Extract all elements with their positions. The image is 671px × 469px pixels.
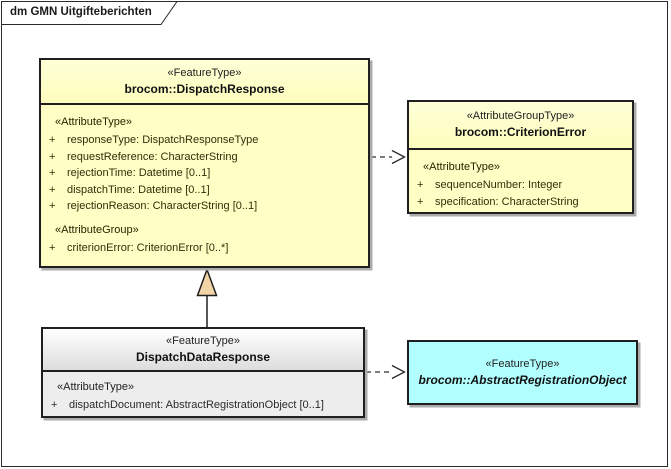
class-header: «FeatureType» DispatchDataResponse: [43, 329, 363, 372]
attribute-signature: dispatchDocument: AbstractRegistrationOb…: [69, 399, 324, 411]
class-abstract-registration-object[interactable]: «FeatureType» brocom::AbstractRegistrati…: [407, 340, 638, 405]
visibility: +: [417, 179, 424, 191]
stereotype-label: «FeatureType»: [485, 357, 560, 370]
class-header: «FeatureType» brocom::DispatchResponse: [41, 60, 368, 105]
class-header: «AttributeGroupType» brocom::CriterionEr…: [409, 102, 632, 150]
attribute-signature: criterionError: CriterionError [0..*]: [67, 241, 229, 254]
visibility: +: [417, 195, 424, 208]
visibility: +: [49, 200, 56, 212]
attribute-compartment: «AttributeType» + dispatchDocument: Abst…: [43, 372, 363, 414]
section-heading: «AttributeType»: [423, 161, 501, 173]
stereotype-label: «AttributeGroupType»: [466, 110, 575, 122]
open-arrowhead-icon: [391, 364, 406, 380]
visibility: +: [49, 183, 56, 196]
attribute-row[interactable]: + responseType: DispatchResponseType: [41, 132, 368, 149]
section-heading: «AttributeType»: [55, 116, 133, 128]
diagram-title: dm GMN Uitgifteberichten: [10, 6, 152, 18]
attribute-row[interactable]: + rejectionReason: CharacterString [0..1…: [41, 198, 368, 215]
open-arrowhead-icon: [391, 149, 406, 165]
attribute-row[interactable]: + dispatchTime: Datetime [0..1]: [41, 182, 368, 199]
generalization-arrow[interactable]: [196, 267, 218, 328]
section-heading: «AttributeGroup»: [55, 223, 139, 236]
attribute-compartment: «AttributeType» + responseType: Dispatch…: [41, 105, 368, 256]
attribute-signature: specification: CharacterString: [435, 195, 579, 208]
visibility: +: [49, 241, 56, 254]
visibility: +: [49, 134, 56, 146]
class-name: DispatchDataResponse: [135, 349, 271, 364]
attribute-compartment: «AttributeType» + sequenceNumber: Intege…: [409, 150, 632, 210]
stereotype-label: «FeatureType»: [167, 66, 242, 79]
attribute-signature: dispatchTime: Datetime [0..1]: [67, 183, 210, 196]
attribute-signature: requestReference: CharacterString: [67, 150, 238, 163]
attribute-signature: responseType: DispatchResponseType: [67, 134, 259, 146]
class-criterion-error[interactable]: «AttributeGroupType» brocom::CriterionEr…: [407, 100, 634, 214]
attribute-signature: sequenceNumber: Integer: [435, 179, 563, 191]
dependency-arrow-abstract-registration-object[interactable]: [366, 364, 406, 380]
class-dispatch-data-response[interactable]: «FeatureType» DispatchDataResponse «Attr…: [41, 327, 365, 418]
attribute-row[interactable]: + criterionError: CriterionError [0..*]: [41, 240, 368, 257]
visibility: +: [49, 150, 56, 163]
class-name: brocom::DispatchResponse: [124, 81, 285, 96]
triangle-arrowhead-icon: [196, 267, 218, 297]
attribute-row[interactable]: + dispatchDocument: AbstractRegistration…: [43, 397, 363, 414]
attribute-signature: rejectionReason: CharacterString [0..1]: [67, 200, 258, 212]
attribute-row[interactable]: + sequenceNumber: Integer: [409, 177, 632, 194]
visibility: +: [51, 399, 58, 411]
class-dispatch-response[interactable]: «FeatureType» brocom::DispatchResponse «…: [39, 58, 370, 268]
attribute-row[interactable]: + specification: CharacterString: [409, 194, 632, 211]
class-name: brocom::CriterionError: [454, 125, 587, 139]
frame-tab: [1, 1, 178, 25]
attribute-row[interactable]: + requestReference: CharacterString: [41, 149, 368, 166]
attribute-row[interactable]: + rejectionTime: Datetime [0..1]: [41, 165, 368, 182]
visibility: +: [49, 167, 56, 179]
class-name: brocom::AbstractRegistrationObject: [418, 372, 627, 387]
attribute-signature: rejectionTime: Datetime [0..1]: [67, 167, 211, 179]
dependency-arrow-criterion-error[interactable]: [371, 149, 406, 165]
section-heading: «AttributeType»: [57, 381, 135, 393]
stereotype-label: «FeatureType»: [166, 334, 240, 347]
